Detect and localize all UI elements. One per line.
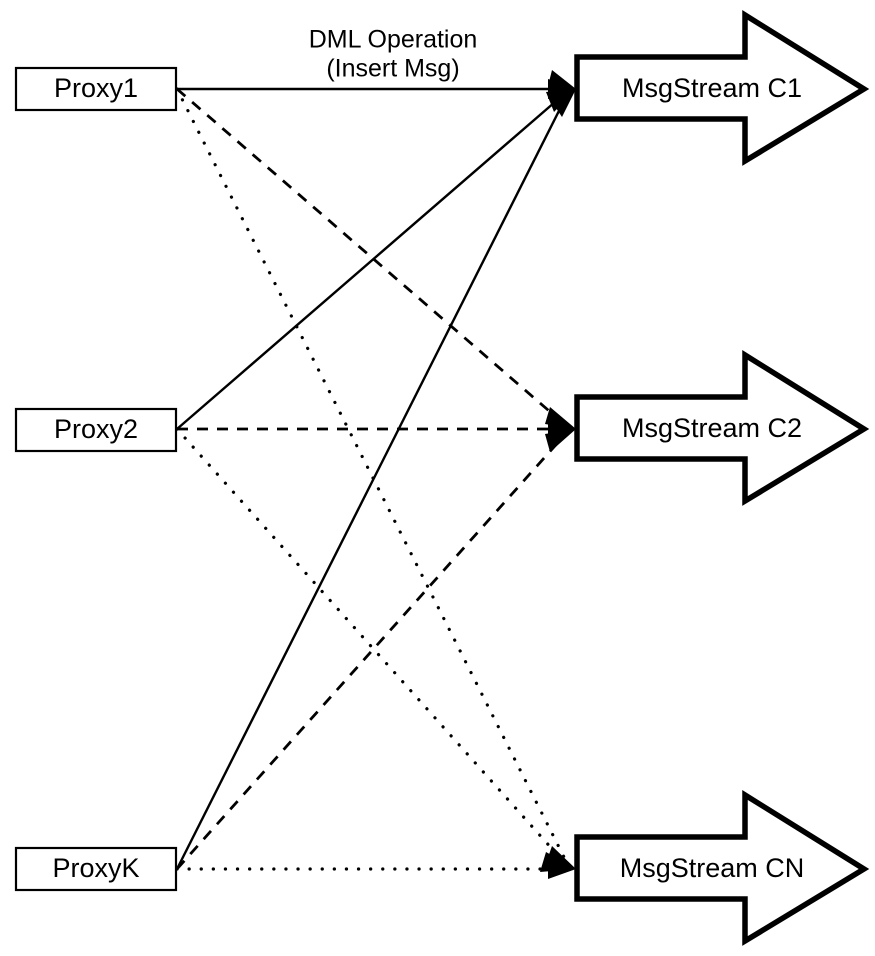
arrowhead-group-msgstream-c1 — [546, 70, 576, 117]
edge-line-dashed — [175, 428, 572, 870]
msgstream-cn-arrow-shape — [574, 790, 870, 946]
msgstream-c1-label: MsgStream C1 — [622, 73, 802, 103]
edge-proxy2-to-msgstream-c1[interactable] — [176, 88, 571, 430]
edge-line-solid — [175, 88, 572, 870]
proxy2-box — [14, 407, 178, 453]
proxy-layer: Proxy1 Proxy2 ProxyK — [14, 66, 178, 892]
node-proxy1[interactable]: Proxy1 — [14, 66, 178, 112]
proxyk-box — [14, 846, 178, 892]
msgstream-layer: MsgStream C1 MsgStream C2 MsgStream CN — [574, 10, 870, 946]
msgstream-c2-arrow-shape — [574, 350, 870, 506]
msgstream-c1-arrow-shape — [574, 10, 870, 166]
node-msgstream-cn[interactable]: MsgStream CN — [574, 790, 870, 946]
arrowhead-icon — [548, 70, 576, 89]
arrowhead-icon — [540, 852, 576, 872]
node-msgstream-c1[interactable]: MsgStream C1 — [574, 10, 870, 166]
flow-label-line1: DML Operation — [309, 26, 478, 54]
flow-label-line2: (Insert Msg) — [326, 55, 459, 83]
proxyk-label: ProxyK — [52, 853, 139, 883]
arrowhead-icon — [545, 407, 576, 429]
proxy1-label: Proxy1 — [54, 73, 138, 103]
edge-proxyk-to-msgstream-c1[interactable] — [175, 88, 572, 870]
edge-line-dashed — [176, 87, 571, 431]
edge-proxyk-to-msgstream-c2[interactable] — [175, 428, 572, 870]
flow-label: DML Operation (Insert Msg) — [309, 26, 478, 83]
arrowhead-icon — [550, 89, 576, 117]
edge-line-dotted — [175, 427, 572, 871]
node-msgstream-c2[interactable]: MsgStream C2 — [574, 350, 870, 506]
node-proxy2[interactable]: Proxy2 — [14, 407, 178, 453]
edge-line-solid — [176, 88, 571, 430]
arrowhead-group-msgstream-cn — [540, 846, 576, 879]
msgstream-cn-label: MsgStream CN — [620, 853, 805, 883]
edge-proxy2-to-msgstream-cn[interactable] — [175, 427, 572, 871]
arrowhead-group-msgstream-c2 — [545, 407, 576, 452]
msgstream-c2-label: MsgStream C2 — [622, 413, 802, 443]
proxy1-box — [14, 66, 178, 112]
arrowhead-layer — [540, 70, 576, 879]
proxy2-label: Proxy2 — [54, 414, 138, 444]
edge-proxy1-to-msgstream-c2[interactable] — [176, 87, 571, 431]
edge-layer — [175, 87, 572, 871]
node-proxyk[interactable]: ProxyK — [14, 846, 178, 892]
arrowhead-icon — [545, 429, 576, 452]
